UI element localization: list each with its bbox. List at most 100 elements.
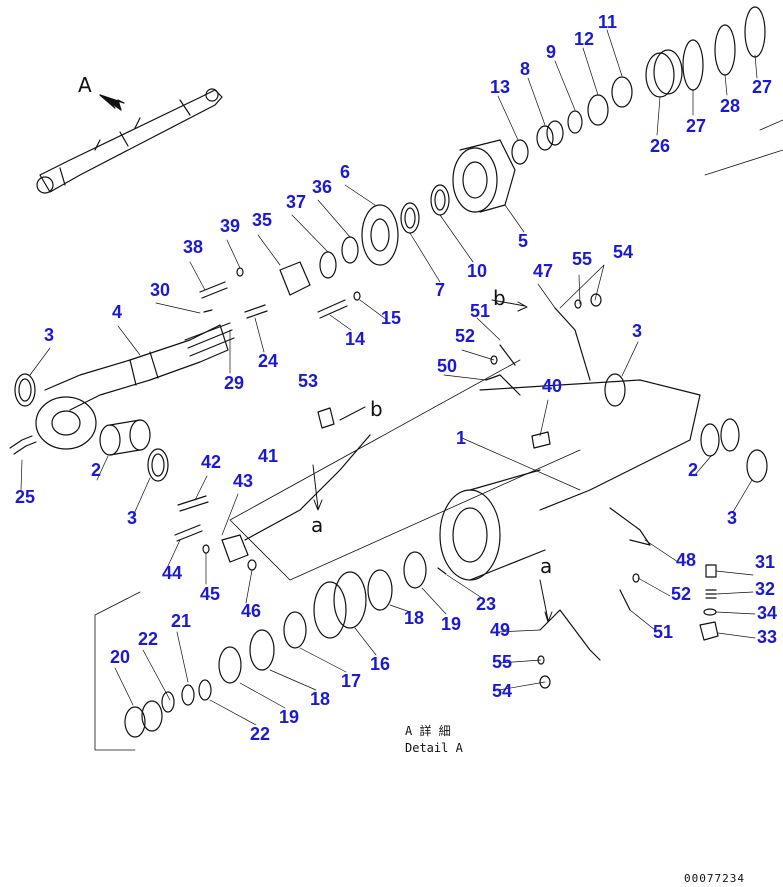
- bushing-part-8: [536, 120, 564, 151]
- part-callout-3: 3: [127, 508, 137, 528]
- detail-caption-en: Detail A: [405, 741, 464, 755]
- ring-part-27-a: [682, 39, 704, 91]
- head-part-5: [452, 139, 516, 213]
- part-callout-32: 32: [755, 579, 775, 599]
- seal-part-3-right-b: [746, 449, 768, 483]
- washer-part-55-a: [574, 299, 582, 309]
- part-callout-8: 8: [520, 59, 530, 79]
- part-callout-25: 25: [15, 487, 35, 507]
- part-callout-51: 51: [470, 301, 490, 321]
- part-callout-22: 22: [138, 629, 158, 649]
- ring-part-19-a: [403, 551, 427, 589]
- part-callout-14: 14: [345, 329, 365, 349]
- part-callout-18: 18: [310, 689, 330, 709]
- ring-part-22-b: [161, 691, 175, 713]
- rod-end-part-4: [35, 324, 229, 450]
- part-callout-45: 45: [200, 584, 220, 604]
- part-callout-33: 33: [757, 627, 777, 647]
- washer-part-52-b: [632, 573, 640, 583]
- ring-part-37: [319, 251, 337, 279]
- document-number: 00077234: [684, 872, 745, 885]
- part-callout-44: 44: [162, 563, 182, 583]
- part-callout-26: 26: [650, 136, 670, 156]
- part-callout-53: 53: [298, 371, 318, 391]
- ring-part-17: [283, 611, 307, 649]
- washer-part-39: [236, 267, 244, 277]
- ring-part-12: [587, 94, 609, 126]
- ring-part-19-b: [218, 646, 242, 684]
- view-arrows: [312, 299, 553, 623]
- washer-part-45: [202, 544, 210, 554]
- ring-part-13: [511, 139, 529, 165]
- part-callout-12: 12: [574, 29, 594, 49]
- part-callout-10: 10: [467, 261, 487, 281]
- nut-part-54-b: [539, 675, 551, 689]
- part-callout-42: 42: [201, 452, 221, 472]
- part-callout-37: 37: [286, 192, 306, 212]
- part-callout-20: 20: [110, 647, 130, 667]
- flange-part-6: [361, 204, 399, 266]
- part-callout-47: 47: [533, 261, 553, 281]
- ring-part-10: [430, 184, 450, 216]
- ring-part-9: [567, 110, 583, 134]
- ring-part-27-b: [744, 6, 766, 58]
- ring-part-36: [341, 236, 359, 264]
- nipple-part-23: [437, 567, 447, 575]
- nut-part-20: [124, 700, 163, 738]
- part-callout-21: 21: [171, 611, 191, 631]
- piece-part-30: [203, 309, 213, 313]
- ring-part-18-a: [367, 569, 393, 611]
- part-callout-41: 41: [258, 446, 278, 466]
- part-callout-13: 13: [490, 77, 510, 97]
- part-callout-49: 49: [490, 620, 510, 640]
- part-callout-6: 6: [340, 162, 350, 182]
- washer-part-52-a: [490, 355, 498, 365]
- detail-a-frame: [94, 119, 783, 751]
- key-view-cylinder: [36, 88, 223, 194]
- part-callout-11: 11: [598, 12, 617, 32]
- leader-lines: [20, 29, 758, 726]
- bolt-part-14: [317, 299, 348, 319]
- part-callout-17: 17: [341, 671, 361, 691]
- piston-part-16: [313, 571, 367, 639]
- part-callout-54: 54: [613, 242, 633, 262]
- part-callout-55: 55: [492, 652, 512, 672]
- part-callout-43: 43: [233, 471, 253, 491]
- ring-part-22-a: [198, 679, 212, 701]
- bolt-part-42: [177, 495, 209, 512]
- ring-part-26: [645, 49, 683, 98]
- part-callout-2: 2: [688, 460, 698, 480]
- view-arrow-icon: [99, 94, 125, 111]
- part-callout-48: 48: [676, 550, 696, 570]
- part-callout-54: 54: [492, 681, 512, 701]
- spring-part-32: [705, 589, 717, 599]
- part-callout-30: 30: [150, 280, 170, 300]
- part-callout-7: 7: [435, 280, 445, 300]
- part-callout-4: 4: [112, 302, 122, 322]
- leader-letter-a-lower: a: [311, 513, 323, 537]
- part-callout-39: 39: [220, 216, 240, 236]
- ring-part-18-b: [249, 629, 275, 671]
- bolt-part-38: [199, 281, 228, 299]
- part-callout-27: 27: [752, 77, 772, 97]
- plug-part-31: [705, 564, 717, 578]
- part-callout-29: 29: [224, 373, 244, 393]
- part-callout-35: 35: [252, 210, 272, 230]
- bracket-part-53: [317, 407, 335, 429]
- part-callout-52: 52: [455, 326, 475, 346]
- part-callout-36: 36: [312, 177, 332, 197]
- tube-part-1: [439, 379, 701, 581]
- part-callout-46: 46: [241, 601, 261, 621]
- part-callout-5: 5: [518, 231, 528, 251]
- plug-part-33: [699, 621, 719, 641]
- seal-part-3-left-b: [147, 448, 169, 482]
- bolt-part-44: [174, 524, 203, 542]
- block-part-43: [221, 534, 249, 563]
- leader-letter-b-upper: b: [493, 286, 506, 310]
- part-callout-50: 50: [437, 356, 457, 376]
- part-callout-22: 22: [250, 724, 270, 744]
- part-callout-40: 40: [542, 376, 562, 396]
- ring-part-11: [611, 76, 633, 108]
- ring-part-28: [714, 24, 736, 76]
